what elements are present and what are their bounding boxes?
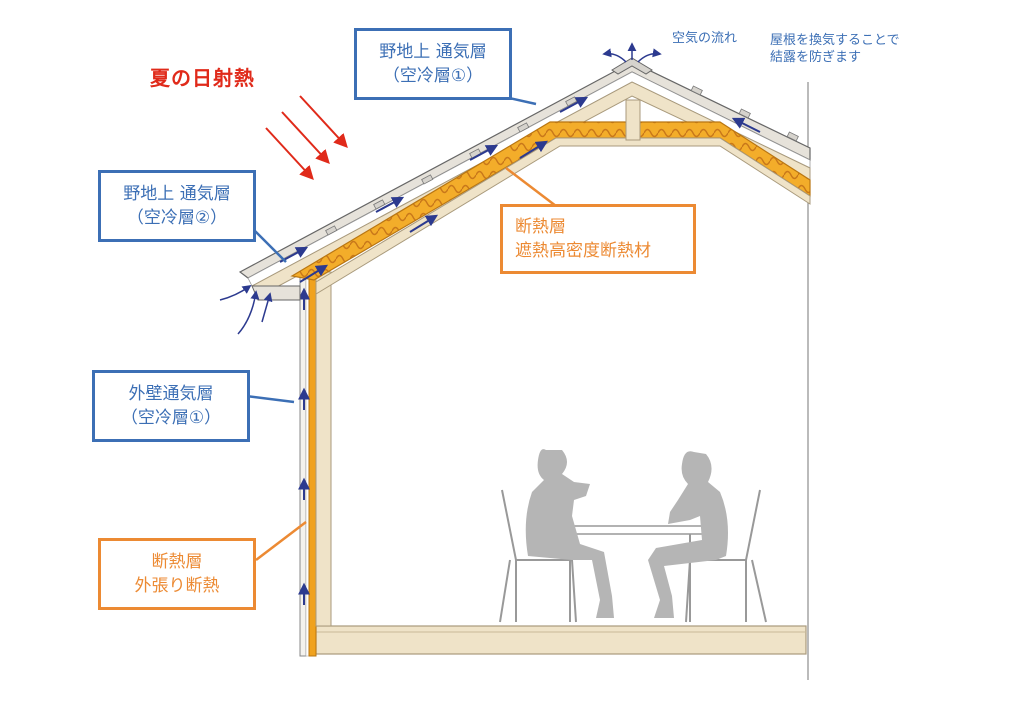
roof-vent-2-line1: 野地上 通気層 bbox=[123, 184, 231, 204]
floor-slab bbox=[315, 625, 807, 655]
dining-table bbox=[555, 525, 705, 535]
roof-vent-2-callout: 野地上 通気層 （空冷層②） bbox=[98, 170, 256, 242]
callout-pointers bbox=[245, 94, 557, 561]
summer-heat-title: 夏の日射熱 bbox=[150, 66, 255, 90]
eave-soffit bbox=[251, 285, 301, 301]
solar-heat-rays bbox=[265, 95, 348, 181]
wall-vent-line1: 外壁通気層 bbox=[128, 384, 214, 404]
left-person bbox=[525, 449, 614, 618]
right-person bbox=[648, 451, 728, 618]
wall-stud bbox=[315, 271, 332, 627]
wall-insulation-callout: 断熱層 外張り断熱 bbox=[98, 538, 256, 610]
ridge-post bbox=[625, 99, 641, 141]
roof-vent-1-line2: （空冷層①） bbox=[382, 66, 484, 86]
roof-tiles bbox=[325, 85, 799, 236]
roof-vent-1-line1: 野地上 通気層 bbox=[379, 42, 487, 62]
wall-insulation-board bbox=[308, 271, 317, 657]
airflow-note: 空気の流れ bbox=[672, 31, 738, 46]
dining-scene bbox=[499, 449, 767, 623]
eave-intake-arrows bbox=[219, 284, 273, 335]
condensation-note-line2: 結露を防ぎます bbox=[770, 50, 862, 65]
wall-vent-callout: 外壁通気層 （空冷層①） bbox=[92, 370, 250, 442]
condensation-note-line1: 屋根を換気することで bbox=[770, 33, 900, 48]
wall-vent-line2: （空冷層①） bbox=[120, 408, 222, 428]
roof-insulation-line1: 断熱層 bbox=[515, 217, 566, 237]
wall-insulation-line1: 断熱層 bbox=[151, 552, 203, 572]
roof-insulation-line2: 遮熱高密度断熱材 bbox=[515, 241, 651, 261]
condensation-note: 屋根を換気することで 結露を防ぎます bbox=[770, 32, 900, 66]
ceiling-beam bbox=[315, 137, 811, 295]
roof-vent-2-line2: （空冷層②） bbox=[126, 208, 228, 228]
wall-insulation-line2: 外張り断熱 bbox=[134, 576, 220, 596]
roof-vent-1-callout: 野地上 通気層 （空冷層①） bbox=[354, 28, 512, 100]
ridge-exhaust-arrows bbox=[602, 42, 662, 63]
roof-insulation-callout: 断熱層 遮熱高密度断熱材 bbox=[500, 204, 696, 274]
